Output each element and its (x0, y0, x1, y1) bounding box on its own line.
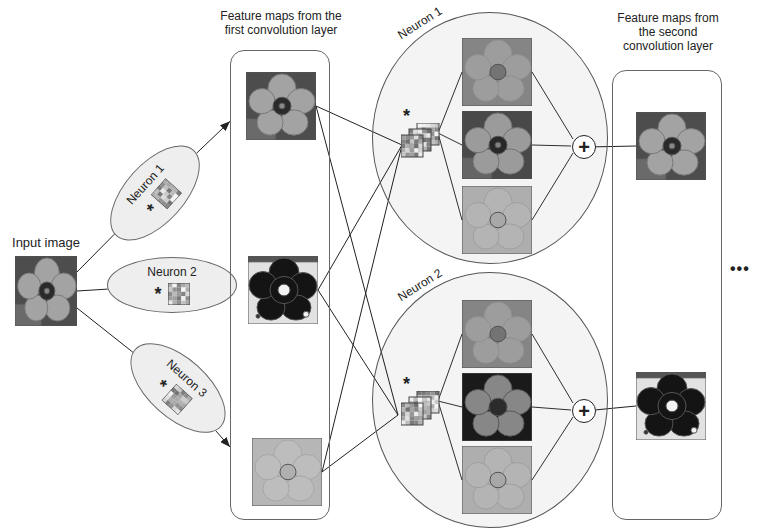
neuron-circle: Neuron 2*+ (372, 272, 608, 528)
sum-circle: + (572, 135, 596, 159)
connector-lead (612, 406, 636, 408)
panel-heading: Input image (6, 235, 86, 250)
continuation-dots: ••• (730, 262, 750, 276)
input-image-box: Input image (15, 256, 77, 326)
connector-lead (612, 146, 636, 148)
neuron-name: Neuron 2 (394, 265, 447, 305)
connector-lead (318, 290, 330, 309)
input-image (15, 256, 77, 326)
kernel-stack (401, 391, 441, 427)
feature-map (248, 256, 318, 324)
convolution-operator: * (403, 375, 410, 393)
panel-heading: Feature maps from the first convolution … (211, 9, 351, 37)
connector (77, 289, 108, 291)
layer-panel: Feature maps from the second convolution… (612, 70, 722, 520)
connector-lead (322, 466, 330, 472)
connector-lead (316, 106, 330, 112)
connector (216, 431, 230, 447)
neuron-name: Neuron 1 (394, 3, 447, 43)
neuron-circle: Neuron 1*+ (372, 12, 608, 264)
feature-map (246, 72, 316, 140)
connector (77, 234, 114, 272)
panel-heading: Feature maps from the second convolution… (612, 11, 724, 53)
feature-map (636, 112, 706, 180)
connector (77, 308, 133, 352)
connector-lead (316, 106, 330, 159)
sum-circle: + (572, 399, 596, 423)
convolution-operator: * (154, 284, 161, 304)
neuron-ellipse: Neuron 1* (94, 130, 216, 256)
connector (330, 159, 381, 351)
sum-symbol: + (578, 137, 590, 157)
kernel-row: * (154, 283, 189, 305)
neuron-ellipse: Neuron 3* (115, 327, 241, 449)
connector-lead (318, 269, 330, 290)
sum-symbol: + (578, 401, 590, 421)
layer-panel: Feature maps from the first convolution … (230, 50, 330, 520)
connector (330, 432, 376, 466)
neuron-name: Neuron 2 (147, 265, 196, 279)
feature-map (252, 438, 322, 506)
kernel-stack (401, 123, 441, 159)
neuron-ellipse: Neuron 2 * (107, 257, 237, 313)
feature-map (636, 372, 706, 440)
kernel-icon (168, 283, 190, 305)
connector (197, 121, 230, 153)
connector (330, 112, 372, 131)
connector (330, 183, 380, 269)
connector-lead (322, 439, 330, 472)
connector (330, 309, 374, 378)
convolution-operator: * (403, 107, 410, 125)
